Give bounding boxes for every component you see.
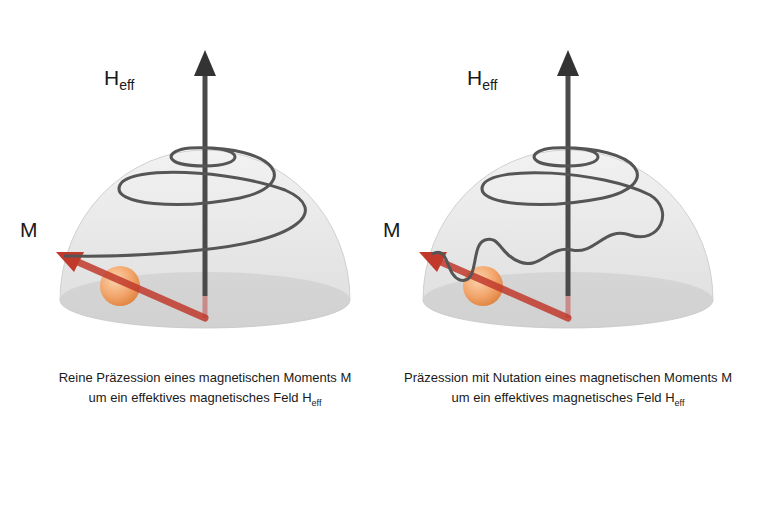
- moment-label: M: [20, 218, 38, 241]
- moment-label: M: [20, 218, 38, 242]
- caption-text: Präzession mit Nutation eines magnetisch…: [401, 368, 736, 413]
- field-label: Heff: [104, 66, 134, 97]
- caption-text: Reine Präzession eines magnetischen Mome…: [53, 368, 358, 413]
- subscript: eff: [119, 77, 134, 93]
- subscript: eff: [675, 398, 685, 408]
- field-label: H: [467, 66, 482, 89]
- field-label: H: [104, 66, 119, 89]
- field-label: Heff: [467, 66, 497, 97]
- subscript: eff: [482, 77, 497, 93]
- moment-label: M: [383, 218, 401, 242]
- caption-text: Reine Präzession eines magnetischen Mome…: [59, 370, 352, 405]
- moment-label: M: [383, 218, 401, 241]
- subscript: eff: [312, 398, 322, 408]
